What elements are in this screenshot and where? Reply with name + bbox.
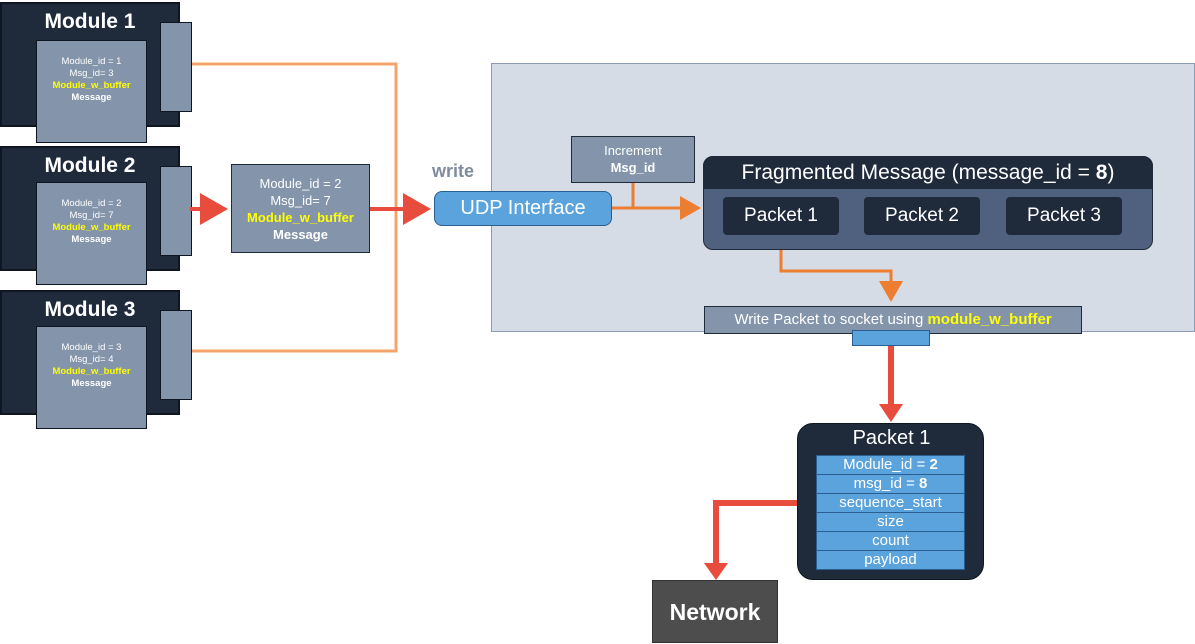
message-text: Message: [71, 92, 112, 103]
message-text: Message: [71, 234, 112, 245]
module-message-box: Module_id = 3 Msg_id= 4 Module_w_buffer …: [36, 326, 147, 429]
packet-detail-title: Packet 1: [852, 427, 931, 449]
module-message-box: Module_id = 1 Msg_id= 3 Module_w_buffer …: [36, 40, 147, 143]
field-payload: payload: [816, 550, 965, 570]
field-count: count: [816, 531, 965, 551]
write-label: write: [432, 161, 475, 181]
packet-detail: Packet 1 Module_id = 2 msg_id = 8 sequen…: [797, 423, 984, 580]
packet-1-pill: Packet 1: [723, 197, 839, 235]
module-tab: [160, 310, 192, 400]
fragmented-title: Fragmented Message (message_id =: [741, 161, 1096, 184]
module-id-text: Module_id = 2: [259, 176, 342, 191]
field-value: 8: [919, 475, 928, 492]
msg-id-text: Msg_id= 7: [69, 210, 114, 221]
field-label: Module_id =: [843, 456, 930, 473]
msg-id-text: Msg_id= 3: [69, 68, 114, 79]
field-size: size: [816, 512, 965, 532]
buffer-text: Module_w_buffer: [52, 80, 131, 91]
arrow-fragment-to-socket: [779, 250, 903, 302]
module-2: Module 2 Module_id = 2 Msg_id= 7 Module_…: [0, 146, 192, 285]
arrow-socket-to-packet-head: [879, 404, 903, 422]
socket-port: [852, 330, 930, 346]
module-title: Module 2: [44, 154, 136, 177]
module-title: Module 1: [44, 10, 136, 33]
arrow-packet-to-network-head: [704, 563, 728, 580]
arrow-packet-to-network: [713, 500, 797, 566]
increment-field: Msg_id: [610, 160, 656, 175]
module-id-text: Module_id = 3: [61, 342, 122, 353]
msg-id-text: Msg_id= 7: [270, 193, 331, 208]
network-box: Network: [652, 580, 778, 643]
buffer-text: Module_w_buffer: [52, 366, 131, 377]
msg-id-text: Msg_id= 4: [69, 354, 114, 365]
message-text: Message: [273, 227, 328, 242]
module-1: Module 1 Module_id = 1 Msg_id= 3 Module_…: [0, 2, 192, 143]
fragmented-title-suffix: ): [1107, 161, 1115, 184]
module1-connector: [190, 62, 398, 208]
udp-interface-box: UDP Interface: [434, 191, 612, 226]
packet-3-pill: Packet 3: [1006, 197, 1122, 235]
module-message-box: Module_id = 2 Msg_id= 7 Module_w_buffer …: [36, 182, 147, 285]
module-id-text: Module_id = 2: [61, 198, 122, 209]
module-tab: [160, 22, 192, 112]
message-text: Message: [71, 378, 112, 389]
field-sequence-start: sequence_start: [816, 493, 965, 513]
field-value: 2: [929, 456, 938, 473]
write-socket-label: Write Packet to socket using: [734, 311, 928, 328]
packet-2-pill: Packet 2: [864, 197, 980, 235]
fragmented-message-id: 8: [1095, 161, 1108, 184]
module-3: Module 3 Module_id = 3 Msg_id= 4 Module_…: [0, 290, 192, 429]
buffer-text: Module_w_buffer: [247, 210, 354, 225]
fragmented-title-bar: Fragmented Message (message_id = 8): [703, 156, 1153, 189]
buffer-text: Module_w_buffer: [52, 222, 131, 233]
module3-connector: [190, 208, 398, 353]
write-socket-buffer: module_w_buffer: [927, 311, 1052, 328]
module-title: Module 3: [44, 298, 136, 321]
fragmented-message: Fragmented Message (message_id = 8) Pack…: [703, 156, 1153, 250]
increment-label: Increment: [604, 143, 662, 158]
increment-box: Increment Msg_id: [571, 136, 695, 183]
module-id-text: Module_id = 1: [61, 56, 122, 67]
selected-message-box: Module_id = 2 Msg_id= 7 Module_w_buffer …: [231, 164, 370, 253]
field-label: msg_id =: [853, 475, 920, 492]
